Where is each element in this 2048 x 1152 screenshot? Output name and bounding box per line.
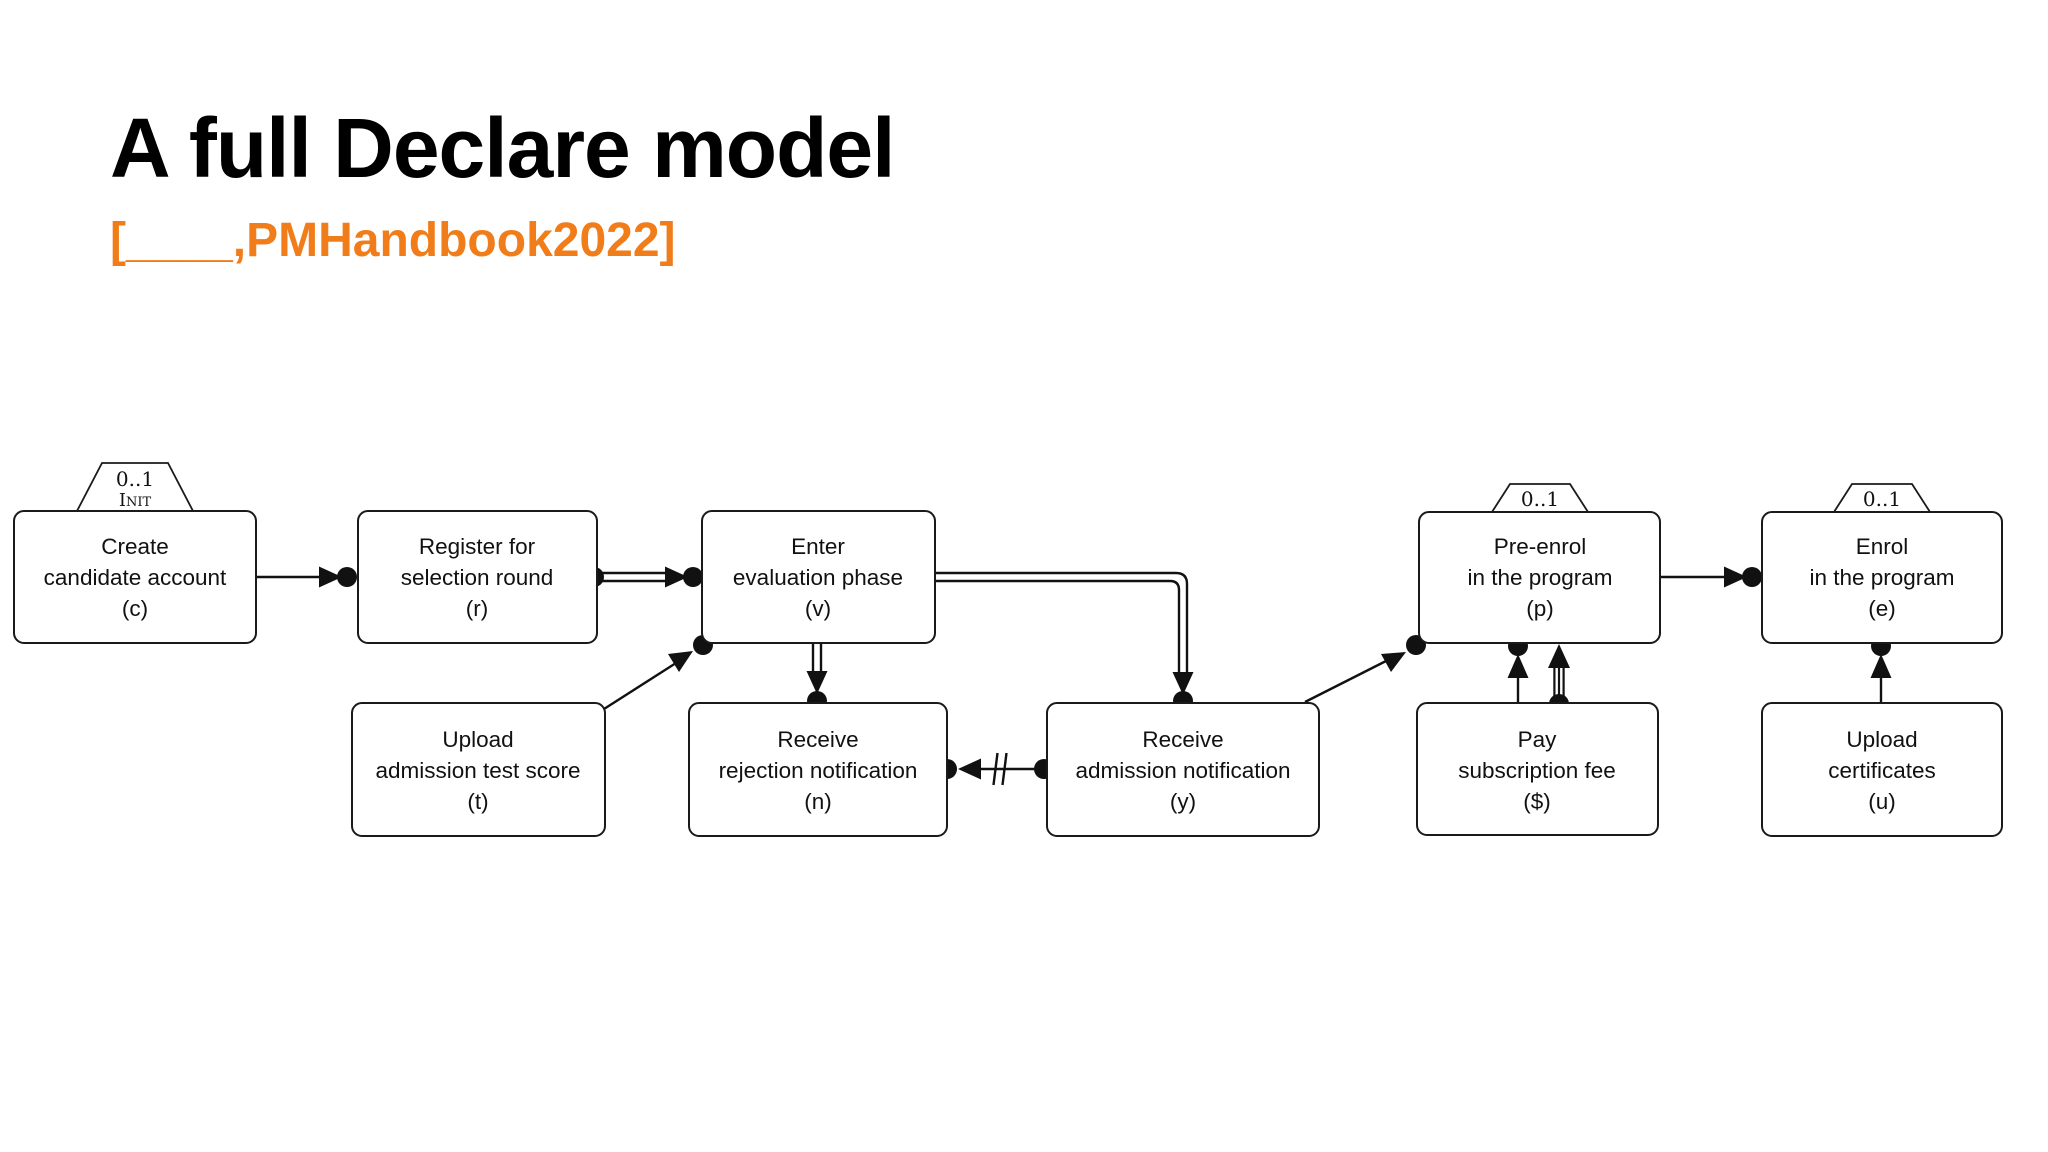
arrowhead — [806, 671, 828, 694]
activity-label-line: Create — [101, 534, 169, 559]
activity-label-line: in the program — [1467, 565, 1612, 590]
activity-e: Enrol in the program (e) — [1761, 511, 2003, 644]
activity-p: Pre-enrol in the program (p) — [1418, 511, 1661, 644]
activity-box — [351, 702, 606, 837]
negation-tick — [1001, 752, 1008, 786]
activity-c: Create candidate account (c) — [13, 510, 257, 644]
activity-label-line: certificates — [1828, 758, 1936, 783]
constraint-c-r — [256, 566, 357, 588]
activity-dollar: Pay subscription fee ($) — [1416, 702, 1659, 836]
constraint-t-v — [603, 635, 713, 711]
activity-label-line: (c) — [122, 596, 148, 621]
activity-box — [1416, 702, 1659, 836]
activity-label-line: Register for — [419, 534, 536, 559]
activity-label-line: Receive — [777, 727, 858, 752]
activity-label-line: Enter — [791, 534, 845, 559]
activity-box — [1761, 702, 2003, 837]
arrowhead — [1870, 654, 1892, 678]
activity-label-line: (u) — [1868, 789, 1896, 814]
activity-label-line: Receive — [1142, 727, 1223, 752]
activity-n: Receive rejection notification (n) — [688, 702, 948, 837]
tab-init-text: Init — [119, 490, 152, 511]
constraint-r-v — [584, 566, 703, 588]
constraint-v-n — [806, 643, 828, 711]
constraint-u-e — [1870, 636, 1892, 706]
cardinality-tab-c: 0..1 Init — [75, 462, 195, 512]
activity-label-line: subscription fee — [1458, 758, 1616, 783]
constraint-y-n-negative — [937, 752, 1054, 786]
ball-decorator — [1742, 567, 1762, 587]
arrowhead — [1724, 566, 1747, 588]
activity-label-line: selection round — [401, 565, 554, 590]
constraint-line — [603, 661, 677, 711]
activity-box — [701, 510, 936, 644]
activity-label-line: Pay — [1518, 727, 1558, 752]
activity-label-line: admission notification — [1075, 758, 1290, 783]
constraint-p-e — [1660, 566, 1762, 588]
activity-label-line: admission test score — [375, 758, 580, 783]
arrowhead — [1172, 672, 1194, 695]
activity-box — [357, 510, 598, 644]
negation-tick — [992, 752, 999, 786]
activity-label-line: (p) — [1526, 596, 1554, 621]
activity-label-line: Upload — [1846, 727, 1917, 752]
constraint-y-p — [1304, 635, 1426, 704]
activity-u: Upload certificates (u) — [1761, 702, 2003, 837]
citation-reference: [____,PMHandbook2022] — [110, 214, 676, 267]
tab-cardinality-text: 0..1 — [1863, 487, 1901, 511]
activity-label-line: Pre-enrol — [1494, 534, 1587, 559]
activity-label-line: in the program — [1809, 565, 1954, 590]
activity-label-line: evaluation phase — [733, 565, 903, 590]
activity-label-line: ($) — [1523, 789, 1551, 814]
cardinality-tab-e: 0..1 — [1832, 483, 1932, 513]
constraint-dollar-p-precedence — [1507, 636, 1529, 706]
page-title: A full Declare model — [110, 101, 895, 195]
activity-y: Receive admission notification (y) — [1046, 702, 1320, 837]
arrowhead — [958, 758, 981, 780]
activity-label-line: Enrol — [1856, 534, 1909, 559]
activity-label-line: (t) — [467, 789, 488, 814]
activity-label-line: candidate account — [44, 565, 227, 590]
activity-label-line: (e) — [1868, 596, 1896, 621]
tab-cardinality-text: 0..1 — [1521, 487, 1559, 511]
tab-cardinality-text: 0..1 — [116, 467, 154, 491]
ball-decorator — [683, 567, 703, 587]
arrowhead — [665, 566, 688, 588]
arrowhead — [1548, 644, 1570, 668]
constraint-v-y — [935, 571, 1194, 711]
constraint-line — [935, 571, 1189, 672]
arrowhead — [319, 566, 342, 588]
activity-t: Upload admission test score (t) — [351, 702, 606, 837]
activity-box — [1046, 702, 1320, 837]
activity-label-line: (n) — [804, 789, 832, 814]
constraint-line — [1304, 658, 1389, 704]
activity-label-line: (v) — [805, 596, 831, 621]
activity-box — [1761, 511, 2003, 644]
activity-r: Register for selection round (r) — [357, 510, 598, 644]
constraint-line — [935, 579, 1181, 672]
activity-label-line: Upload — [442, 727, 513, 752]
activity-box — [13, 510, 257, 644]
activity-label-line: (r) — [466, 596, 488, 621]
activity-box — [1418, 511, 1661, 644]
cardinality-tab-p: 0..1 — [1490, 483, 1590, 513]
arrowhead — [668, 651, 693, 672]
arrowhead — [1507, 654, 1529, 678]
activity-label-line: rejection notification — [719, 758, 918, 783]
ball-decorator — [337, 567, 357, 587]
activity-box — [688, 702, 948, 837]
activity-label-line: (y) — [1170, 789, 1196, 814]
activity-v: Enter evaluation phase (v) — [701, 510, 936, 644]
arrowhead — [1381, 652, 1406, 672]
